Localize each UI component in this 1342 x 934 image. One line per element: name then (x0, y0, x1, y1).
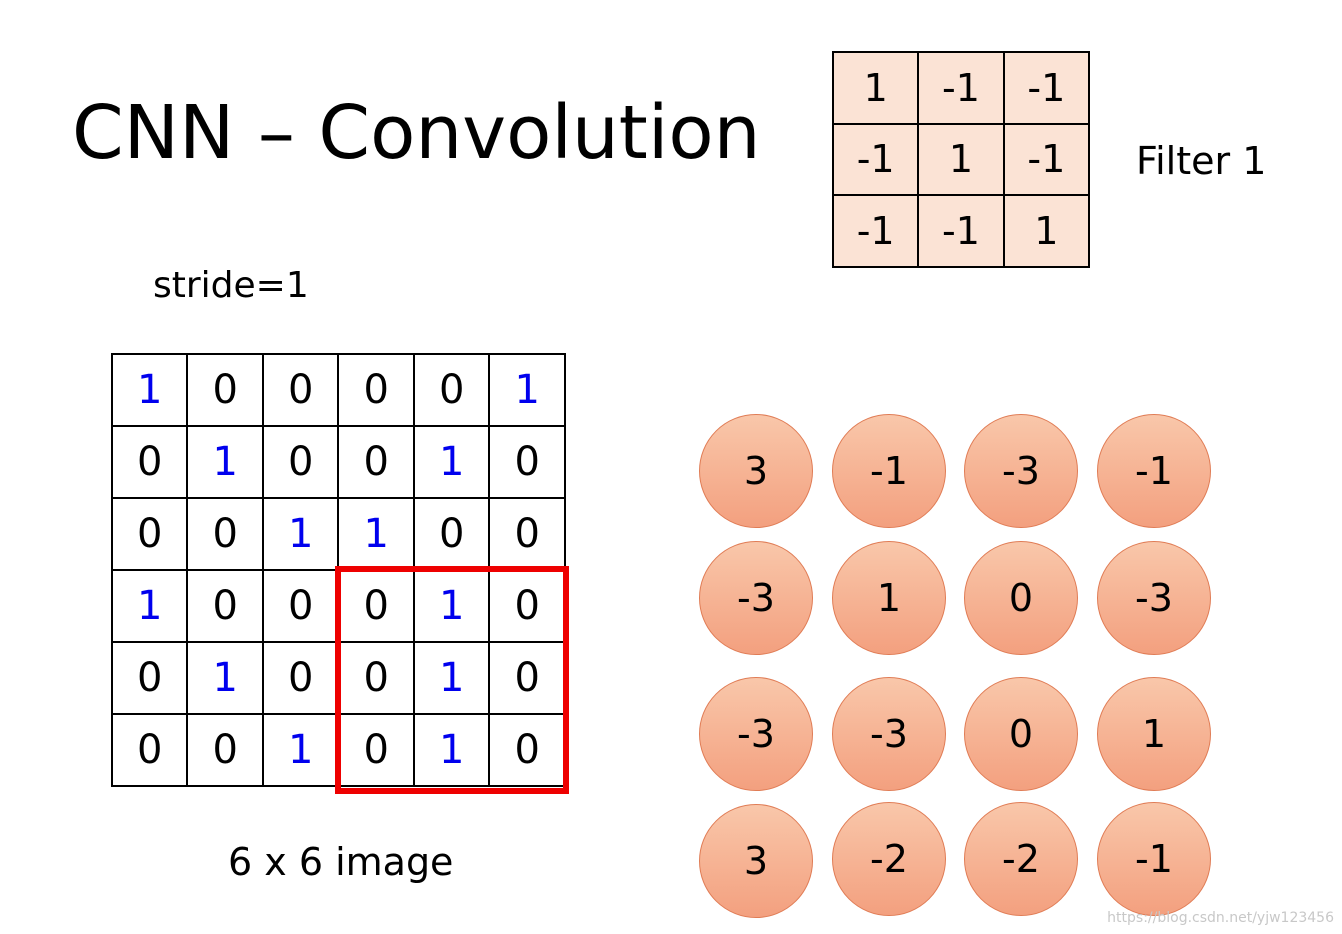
image-cell: 1 (186, 425, 264, 499)
image-row: 0 0 1 1 0 0 (110, 497, 566, 571)
image-cell: 0 (186, 569, 264, 643)
image-cell: 0 (412, 353, 491, 427)
image-matrix: 1 0 0 0 0 1 0 1 0 0 1 0 0 0 1 1 0 0 1 0 … (110, 353, 566, 787)
image-cell: 1 (412, 425, 491, 499)
image-label: 6 x 6 image (228, 840, 454, 884)
filter-label: Filter 1 (1136, 139, 1267, 183)
image-cell: 0 (488, 425, 566, 499)
image-cell: 1 (412, 569, 491, 643)
image-cell: 1 (412, 641, 491, 715)
image-cell: 0 (337, 713, 415, 787)
feature-map-value: -2 (964, 802, 1078, 916)
image-cell: 0 (186, 713, 264, 787)
feature-map-value: 3 (699, 804, 813, 918)
feature-map-value: 1 (832, 541, 946, 655)
image-cell: 0 (412, 497, 491, 571)
page-title: CNN – Convolution (72, 90, 761, 176)
feature-map-value: -1 (1097, 802, 1211, 916)
image-cell: 0 (261, 569, 340, 643)
image-row: 0 1 0 0 1 0 (110, 425, 566, 499)
feature-map-value: -3 (832, 677, 946, 791)
image-cell: 0 (488, 569, 566, 643)
image-cell: 0 (488, 641, 566, 715)
feature-map-value: 0 (964, 677, 1078, 791)
feature-map-value: 0 (964, 541, 1078, 655)
filter-cell: -1 (917, 51, 1005, 125)
image-cell: 1 (186, 641, 264, 715)
feature-map-value: -1 (832, 414, 946, 528)
filter-cell: 1 (1002, 194, 1091, 268)
filter-row: -1 -1 1 (831, 194, 1091, 268)
filter-cell: -1 (831, 194, 920, 268)
image-cell: 0 (186, 497, 264, 571)
image-row: 0 1 0 0 1 0 (110, 641, 566, 715)
image-cell: 0 (337, 641, 415, 715)
feature-map-value: 1 (1097, 677, 1211, 791)
image-cell: 0 (110, 497, 189, 571)
image-row: 1 0 0 0 1 0 (110, 569, 566, 643)
filter-matrix: 1 -1 -1 -1 1 -1 -1 -1 1 (831, 51, 1091, 268)
filter-row: -1 1 -1 (831, 122, 1091, 197)
image-cell: 1 (261, 497, 340, 571)
filter-cell: 1 (917, 122, 1005, 197)
image-cell: 0 (186, 353, 264, 427)
filter-cell: -1 (1002, 122, 1091, 197)
feature-map-value: 3 (699, 414, 813, 528)
image-row: 1 0 0 0 0 1 (110, 353, 566, 427)
feature-map-value: -2 (832, 802, 946, 916)
image-cell: 0 (337, 425, 415, 499)
feature-map-value: -1 (1097, 414, 1211, 528)
image-cell: 0 (337, 353, 415, 427)
filter-cell: -1 (831, 122, 920, 197)
filter-cell: -1 (1002, 51, 1091, 125)
image-cell: 0 (488, 497, 566, 571)
image-cell: 1 (412, 713, 491, 787)
image-cell: 1 (110, 569, 189, 643)
image-row: 0 0 1 0 1 0 (110, 713, 566, 787)
image-cell: 0 (488, 713, 566, 787)
image-cell: 1 (488, 353, 566, 427)
stride-label: stride=1 (153, 265, 309, 306)
feature-map-value: -3 (699, 677, 813, 791)
watermark: https://blog.csdn.net/yjw123456 (1107, 910, 1334, 926)
image-cell: 0 (110, 713, 189, 787)
feature-map-value: -3 (699, 541, 813, 655)
image-cell: 0 (110, 641, 189, 715)
filter-cell: -1 (917, 194, 1005, 268)
image-cell: 0 (337, 569, 415, 643)
feature-map-value: -3 (1097, 541, 1211, 655)
image-cell: 1 (337, 497, 415, 571)
image-cell: 0 (261, 641, 340, 715)
filter-cell: 1 (831, 51, 920, 125)
image-cell: 1 (261, 713, 340, 787)
feature-map-value: -3 (964, 414, 1078, 528)
image-cell: 0 (110, 425, 189, 499)
image-cell: 1 (110, 353, 189, 427)
image-cell: 0 (261, 425, 340, 499)
filter-row: 1 -1 -1 (831, 51, 1091, 125)
image-cell: 0 (261, 353, 340, 427)
